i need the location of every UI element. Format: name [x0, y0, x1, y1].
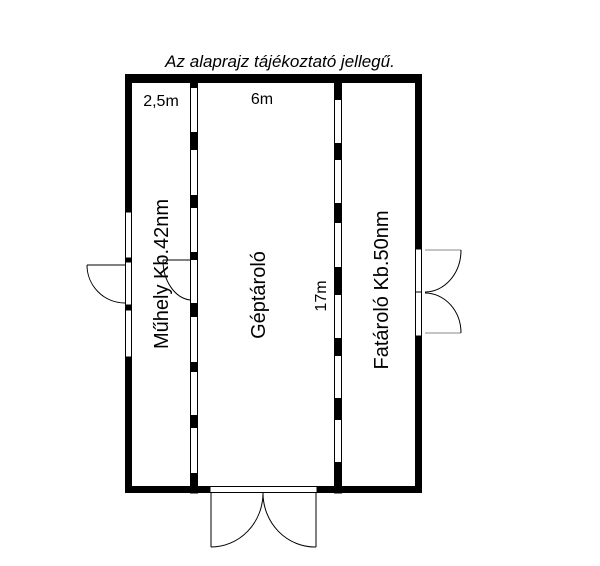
room-label-fatarolo: Fatároló Kb.50nm: [371, 211, 393, 370]
disclaimer-note: Az alaprajz tájékoztató jellegű.: [164, 52, 395, 71]
room-label-muhely: Műhely Kb.42nm: [151, 199, 173, 349]
left-door[interactable]: [86, 261, 132, 306]
bottom-double-door[interactable]: [209, 486, 318, 548]
room-label-geptarolo: Géptároló: [248, 251, 270, 339]
dimension-left-width: 2,5m: [143, 93, 179, 110]
left-wall-windows: [125, 211, 132, 358]
outer-walls: [125, 74, 422, 493]
partition-right: [334, 82, 342, 494]
partition-left: [190, 82, 198, 494]
dimension-length: 17m: [313, 280, 330, 311]
right-double-door[interactable]: [415, 248, 462, 337]
workshop-door[interactable]: [162, 259, 191, 301]
dimension-middle-width: 6m: [251, 91, 273, 108]
